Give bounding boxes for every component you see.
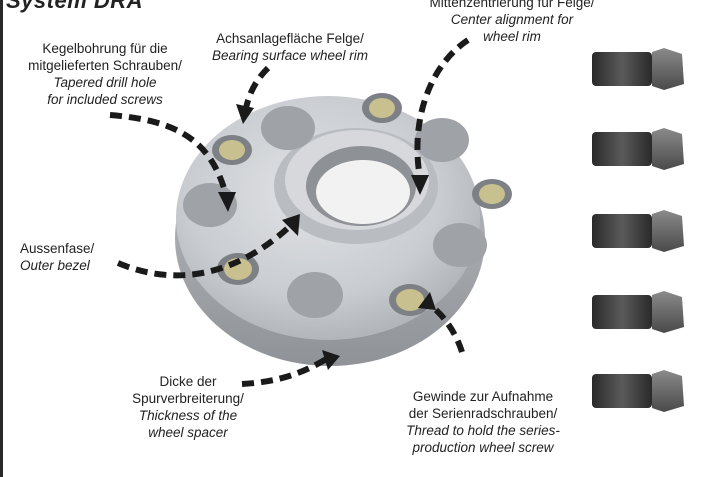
pocket-4 xyxy=(433,223,487,267)
callout-gewinde-de-1: Gewinde zur Aufnahme xyxy=(388,388,578,405)
callout-mittenzentrierung-en-2: wheel rim xyxy=(412,28,612,45)
callout-aussenfase-en-1: Outer bezel xyxy=(20,257,120,274)
callout-kegelbohrung-en-2: for included screws xyxy=(10,91,200,108)
callout-achsanlage-de-1: Achsanlagefläche Felge/ xyxy=(200,30,380,47)
callout-achsanlage: Achsanlagefläche Felge/ Bearing surface … xyxy=(200,30,380,64)
pocket-5 xyxy=(287,272,343,318)
screw-1 xyxy=(592,48,684,90)
callout-gewinde-de-2: der Serienradschrauben/ xyxy=(388,405,578,422)
callout-mittenzentrierung: Mittenzentrierung für Felge/ Center alig… xyxy=(412,0,612,45)
screws xyxy=(592,48,684,412)
screw-2 xyxy=(592,128,684,170)
callout-gewinde: Gewinde zur Aufnahme der Serienradschrau… xyxy=(388,388,578,456)
wheel-spacer xyxy=(175,93,512,366)
center-bore-opening xyxy=(316,160,410,224)
callout-kegelbohrung-en-1: Tapered drill hole xyxy=(10,74,200,91)
pocket-1 xyxy=(261,106,315,150)
screw-4 xyxy=(592,291,684,333)
callout-mittenzentrierung-en-1: Center alignment for xyxy=(412,11,612,28)
callout-kegelbohrung-de-1: Kegelbohrung für die xyxy=(10,40,200,57)
callout-gewinde-en-2: production wheel screw xyxy=(388,439,578,456)
callout-dicke-de-2: Spurverbreiterung/ xyxy=(118,390,258,407)
screw-5 xyxy=(592,370,684,412)
callout-dicke-en-1: Thickness of the xyxy=(118,407,258,424)
callout-kegelbohrung-de-2: mitgelieferten Schrauben/ xyxy=(10,57,200,74)
callout-kegelbohrung: Kegelbohrung für die mitgelieferten Schr… xyxy=(10,40,200,108)
arrow-achsanlage xyxy=(246,68,268,108)
callout-achsanlage-en-1: Bearing surface wheel rim xyxy=(200,47,380,64)
callout-dicke: Dicke der Spurverbreiterung/ Thickness o… xyxy=(118,373,258,441)
callout-aussenfase-de-1: Aussenfase/ xyxy=(20,240,120,257)
callout-dicke-en-2: wheel spacer xyxy=(118,424,258,441)
pocket-2 xyxy=(415,118,469,162)
callout-dicke-de-1: Dicke der xyxy=(118,373,258,390)
screw-3 xyxy=(592,210,684,252)
callout-mittenzentrierung-de-1: Mittenzentrierung für Felge/ xyxy=(412,0,612,11)
callout-gewinde-en-1: Thread to hold the series- xyxy=(388,422,578,439)
callout-aussenfase: Aussenfase/ Outer bezel xyxy=(20,240,120,274)
